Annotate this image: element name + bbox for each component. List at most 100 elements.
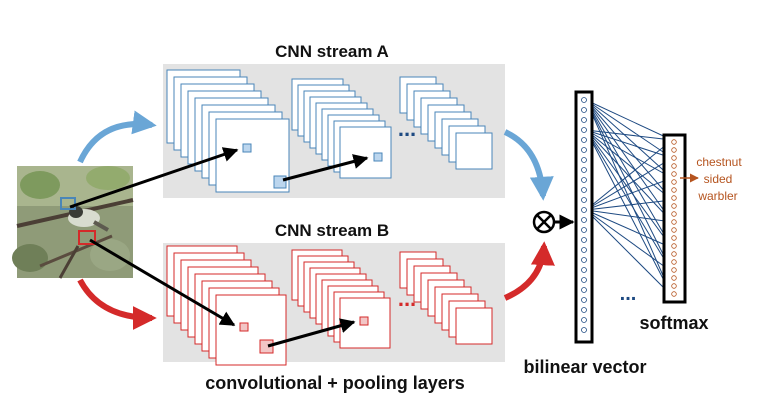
connection-line <box>585 209 673 297</box>
stream-b-receptive-box-3 <box>359 316 369 326</box>
softmax-node <box>671 147 677 153</box>
softmax-nodes <box>671 139 677 297</box>
connection-line <box>585 129 673 179</box>
softmax-node <box>671 195 677 201</box>
input-patch-red <box>78 230 96 245</box>
connection-line <box>585 99 673 159</box>
stream-b-stack-1-map-8 <box>215 294 287 366</box>
bilinear-node <box>581 317 587 323</box>
softmax-node <box>671 259 677 265</box>
bilinear-node <box>581 167 587 173</box>
connection-line <box>585 99 673 249</box>
stream-b-conv-stack-3 <box>399 251 493 345</box>
class-label-line-1: chestnut <box>696 155 742 169</box>
stream-b-entry-arrow <box>77 278 157 330</box>
connection-line <box>585 209 673 249</box>
connection-line <box>585 129 673 223</box>
stream-a-ellipsis: ... <box>398 116 416 141</box>
stream-a-conv-stack-2 <box>291 78 392 179</box>
bilinear-node <box>581 217 587 223</box>
bilinear-node <box>581 307 587 313</box>
stream-b-ellipsis: ... <box>398 286 416 311</box>
stream-a-title: CNN stream A <box>275 42 389 61</box>
softmax-node <box>671 243 677 249</box>
connection-line <box>585 199 673 211</box>
layers-label: convolutional + pooling layers <box>205 373 465 393</box>
bilinear-node <box>581 197 587 203</box>
softmax-node <box>671 211 677 217</box>
connection-line <box>585 99 673 273</box>
softmax-node <box>671 171 677 177</box>
bilinear-node <box>581 287 587 293</box>
bilinear-vector-nodes <box>581 97 587 333</box>
patch-to-map-arrow-a1 <box>69 147 239 209</box>
bilinear-vector <box>574 90 594 344</box>
connection-line <box>585 129 673 273</box>
map-to-map-arrow-b2 <box>267 318 356 348</box>
connection-line <box>585 129 673 159</box>
bilinear-node <box>581 207 587 213</box>
stream-a-conv-stack-3 <box>399 76 493 170</box>
softmax-node <box>671 267 677 273</box>
connection-line <box>585 177 673 211</box>
softmax-node <box>671 219 677 225</box>
patch-to-map-arrow-b1 <box>89 238 236 327</box>
bilinear-node <box>581 147 587 153</box>
bilinear-node <box>581 227 587 233</box>
softmax-node <box>671 163 677 169</box>
input-patch-blue <box>60 197 76 210</box>
bilinear-node <box>581 127 587 133</box>
connection-line <box>585 129 673 141</box>
connection-line <box>585 129 673 201</box>
softmax-node <box>671 283 677 289</box>
softmax-node <box>671 227 677 233</box>
softmax-label: softmax <box>639 313 708 333</box>
stream-b-receptive-box-2 <box>259 339 274 354</box>
bilinear-node <box>581 157 587 163</box>
bilinear-node <box>581 327 587 333</box>
connection-line <box>585 99 673 179</box>
bilinear-node <box>581 247 587 253</box>
stream-b-exit-arrow <box>503 241 555 301</box>
softmax-node <box>671 291 677 297</box>
bilinear-node <box>581 267 587 273</box>
softmax-node <box>671 251 677 257</box>
connection-line <box>585 99 673 297</box>
map-to-map-arrow-a2 <box>282 154 369 182</box>
bilinear-node <box>581 107 587 113</box>
bilinear-node <box>581 237 587 243</box>
connection-line <box>585 209 673 223</box>
stream-a-receptive-box-3 <box>373 152 383 162</box>
softmax-node <box>671 187 677 193</box>
softmax-node <box>671 275 677 281</box>
stream-a-stack-2-map-9 <box>339 126 392 179</box>
softmax-node <box>671 235 677 241</box>
stream-a-conv-stack-1 <box>166 69 290 193</box>
connection-line <box>585 99 673 141</box>
stream-b-stack-3-map-9 <box>455 307 493 345</box>
bilinear-node <box>581 297 587 303</box>
bilinear-node <box>581 117 587 123</box>
stream-a-stack-3-map-9 <box>455 132 493 170</box>
connection-line <box>585 99 673 223</box>
input-bird-image <box>12 166 134 279</box>
softmax-node <box>671 155 677 161</box>
connection-line <box>585 139 673 211</box>
bilinear-vector-label: bilinear vector <box>523 357 646 377</box>
fully-connected-lines <box>585 99 673 297</box>
bilinear-node <box>581 137 587 143</box>
softmax-node <box>671 179 677 185</box>
class-label-line-2: sided <box>704 172 733 186</box>
bilinear-node <box>581 257 587 263</box>
softmax-node <box>671 203 677 209</box>
stream-b-title: CNN stream B <box>275 221 389 240</box>
bilinear-node <box>581 97 587 103</box>
connection-line <box>585 157 673 211</box>
bilinear-node <box>581 177 587 183</box>
stream-b-receptive-box-1 <box>239 322 249 332</box>
stream-a-receptive-box-1 <box>242 143 252 153</box>
connections-ellipsis: ... <box>620 283 637 305</box>
softmax-node <box>671 139 677 145</box>
bilinear-node <box>581 187 587 193</box>
